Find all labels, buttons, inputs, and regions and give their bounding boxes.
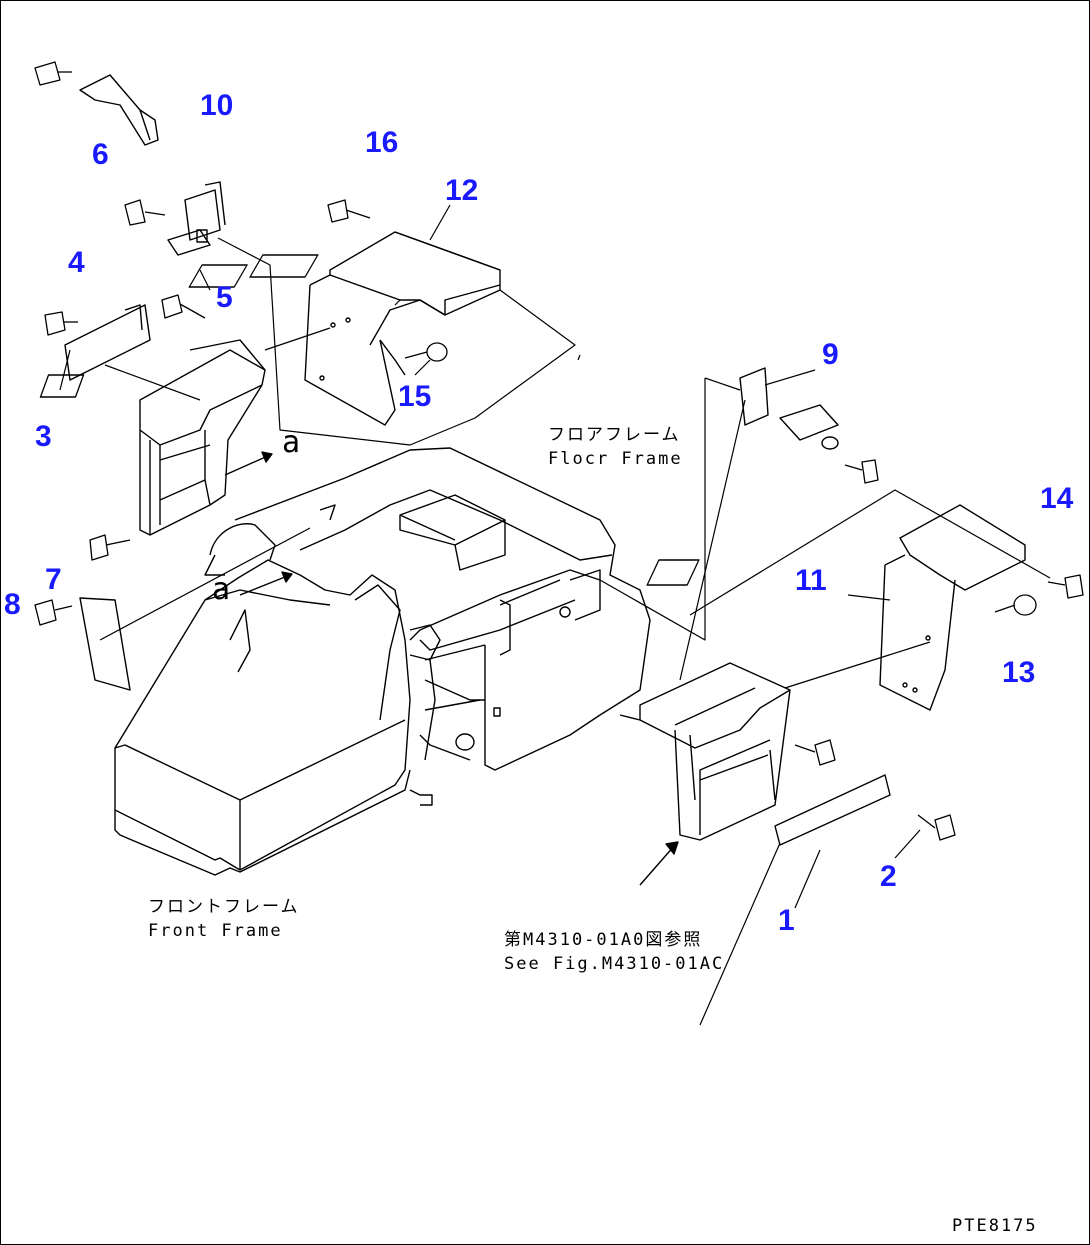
plate-part-7 xyxy=(79,597,131,691)
see-fig-label-en: See Fig.M4310-01AC xyxy=(504,954,725,974)
upper-step-part-12 xyxy=(188,231,501,426)
callout-13[interactable]: 13 xyxy=(1002,656,1036,689)
callout-12[interactable]: 12 xyxy=(445,174,479,207)
floor-frame-drawing xyxy=(234,447,651,771)
front-frame-label-jp: フロントフレーム xyxy=(148,897,300,917)
floor-frame-label-en: Flocr Frame xyxy=(548,449,683,469)
floor-frame-label-jp: フロアフレーム xyxy=(548,425,681,445)
callout-15[interactable]: 15 xyxy=(398,380,432,413)
right-front-step-assembly xyxy=(619,662,891,846)
view-marker-a-lower: a xyxy=(212,572,231,607)
top-left-brackets xyxy=(79,74,226,256)
callout-2[interactable]: 2 xyxy=(880,860,897,893)
callout-1[interactable]: 1 xyxy=(778,904,795,937)
view-arrows xyxy=(224,451,679,886)
left-step-assembly xyxy=(39,339,266,536)
view-marker-a-upper: a xyxy=(282,425,301,460)
leader-lines xyxy=(59,204,1051,1026)
callout-11[interactable]: 11 xyxy=(795,564,827,597)
see-fig-label-jp: 第M4310-01A0図参照 xyxy=(504,930,703,950)
drawing-id: PTE8175 xyxy=(952,1216,1038,1236)
callout-10[interactable]: 10 xyxy=(200,89,234,122)
callout-8[interactable]: 8 xyxy=(4,588,21,621)
callout-16[interactable]: 16 xyxy=(365,126,399,159)
callout-5[interactable]: 5 xyxy=(216,281,233,314)
callout-4[interactable]: 4 xyxy=(68,246,85,279)
front-frame-label-en: Front Frame xyxy=(148,921,283,941)
plate-part-4 xyxy=(64,304,151,381)
bolts xyxy=(34,61,1084,841)
callout-14[interactable]: 14 xyxy=(1040,482,1074,515)
front-frame-drawing xyxy=(114,523,471,876)
right-step-part-11 xyxy=(646,504,1026,711)
callout-9[interactable]: 9 xyxy=(822,338,839,371)
callout-3[interactable]: 3 xyxy=(35,420,52,453)
bracket-part-9 xyxy=(739,367,839,450)
callout-6[interactable]: 6 xyxy=(92,138,109,171)
callout-7[interactable]: 7 xyxy=(45,563,62,596)
